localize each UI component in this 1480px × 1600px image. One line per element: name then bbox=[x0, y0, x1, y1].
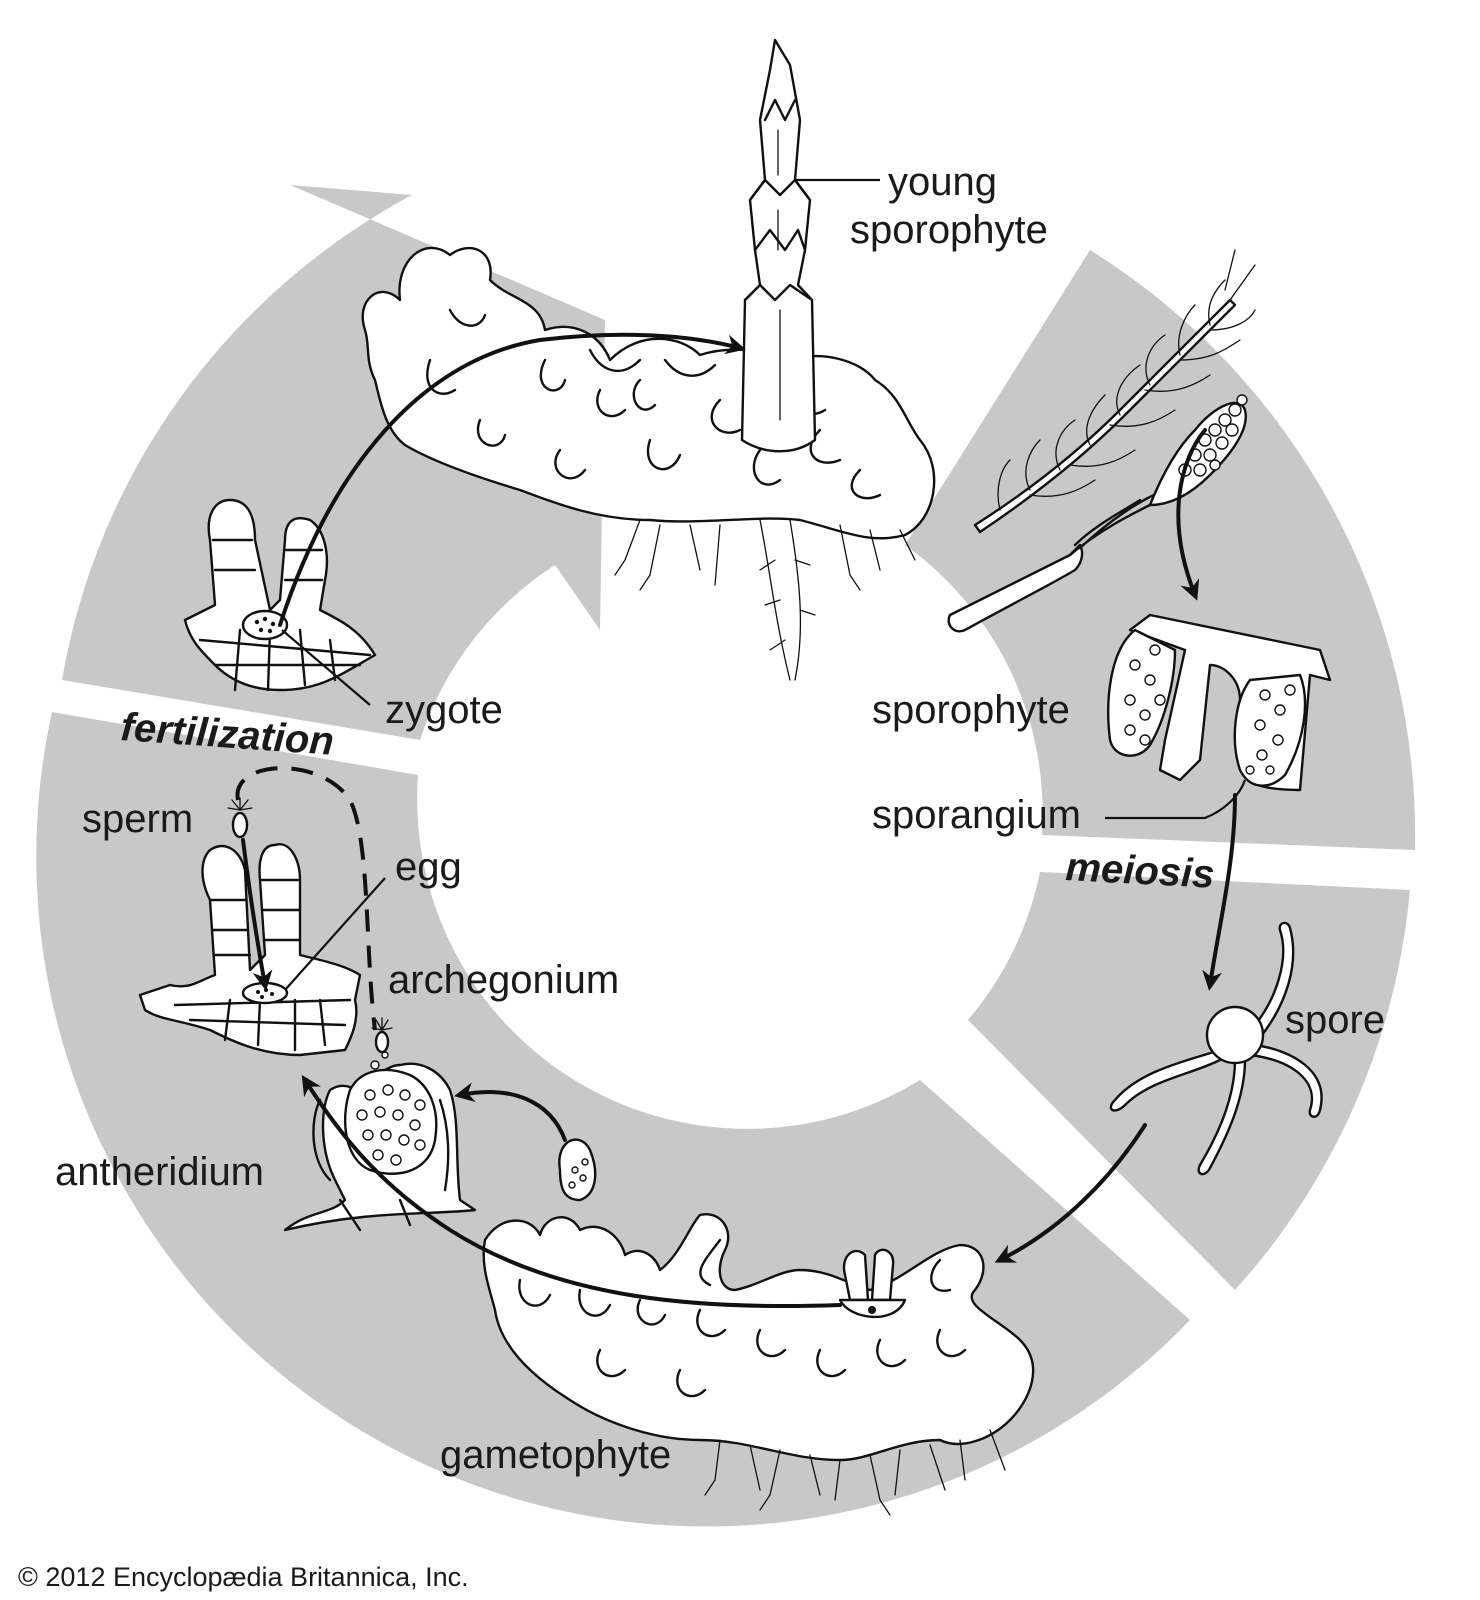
label-sporangium: sporangium bbox=[872, 793, 1081, 837]
label-meiosis: meiosis bbox=[1065, 845, 1216, 897]
label-zygote: zygote bbox=[385, 688, 503, 732]
label-antheridium: antheridium bbox=[55, 1150, 264, 1194]
zygote-cell bbox=[254, 616, 276, 634]
label-sporophyte: sporophyte bbox=[872, 688, 1070, 732]
label-young-sporophyte: sporophyte bbox=[850, 208, 1048, 252]
leader-lines bbox=[281, 178, 1247, 991]
sperm-travel-dashed-path bbox=[235, 766, 377, 1031]
cycle-band-right-lower-segment bbox=[968, 872, 1410, 1290]
arrow-sperm-to-egg bbox=[241, 838, 273, 991]
zygote-illustration bbox=[183, 498, 377, 692]
label-gametophyte: gametophyte bbox=[440, 1433, 671, 1477]
text-labels: young sporophyte sporophyte sporangium m… bbox=[55, 160, 1385, 1477]
spore-illustration bbox=[1109, 921, 1323, 1176]
sporangium-spores bbox=[1124, 644, 1296, 775]
arrow-strobilus-to-sporangium bbox=[1176, 428, 1207, 601]
young-sporophyte-illustration bbox=[361, 38, 936, 681]
arrow-small-antheridium-to-antheridium bbox=[454, 1082, 567, 1142]
sporophyte-illustration bbox=[947, 249, 1332, 792]
label-sperm: sperm bbox=[82, 797, 193, 841]
gametophyte-illustration bbox=[482, 1138, 1035, 1516]
cycle-arrows bbox=[235, 332, 1237, 1309]
arrow-zygote-to-young-sporophyte bbox=[278, 332, 746, 627]
arrow-sporangium-to-spore bbox=[1202, 793, 1237, 991]
cycle-band-right-upper-segment bbox=[905, 250, 1416, 850]
arrow-spore-to-gametophyte bbox=[994, 1123, 1147, 1263]
antheridium-illustration bbox=[283, 1051, 477, 1232]
sperm-cell-top bbox=[227, 797, 253, 839]
label-archegonium: archegonium bbox=[388, 958, 619, 1002]
sperm-cell-bottom bbox=[371, 1017, 393, 1054]
copyright-notice: © 2012 Encyclopædia Britannica, Inc. bbox=[18, 1562, 469, 1592]
label-egg: egg bbox=[395, 845, 462, 889]
antheridium-sperm-cells bbox=[356, 1051, 426, 1166]
life-cycle-diagram: young sporophyte sporophyte sporangium m… bbox=[36, 38, 1416, 1527]
label-spore: spore bbox=[1285, 998, 1385, 1042]
strobilus-spores bbox=[1178, 394, 1248, 477]
label-young: young bbox=[888, 160, 997, 204]
arrow-gametophyte-to-antheridium bbox=[301, 1074, 842, 1309]
egg-cell bbox=[256, 988, 274, 999]
